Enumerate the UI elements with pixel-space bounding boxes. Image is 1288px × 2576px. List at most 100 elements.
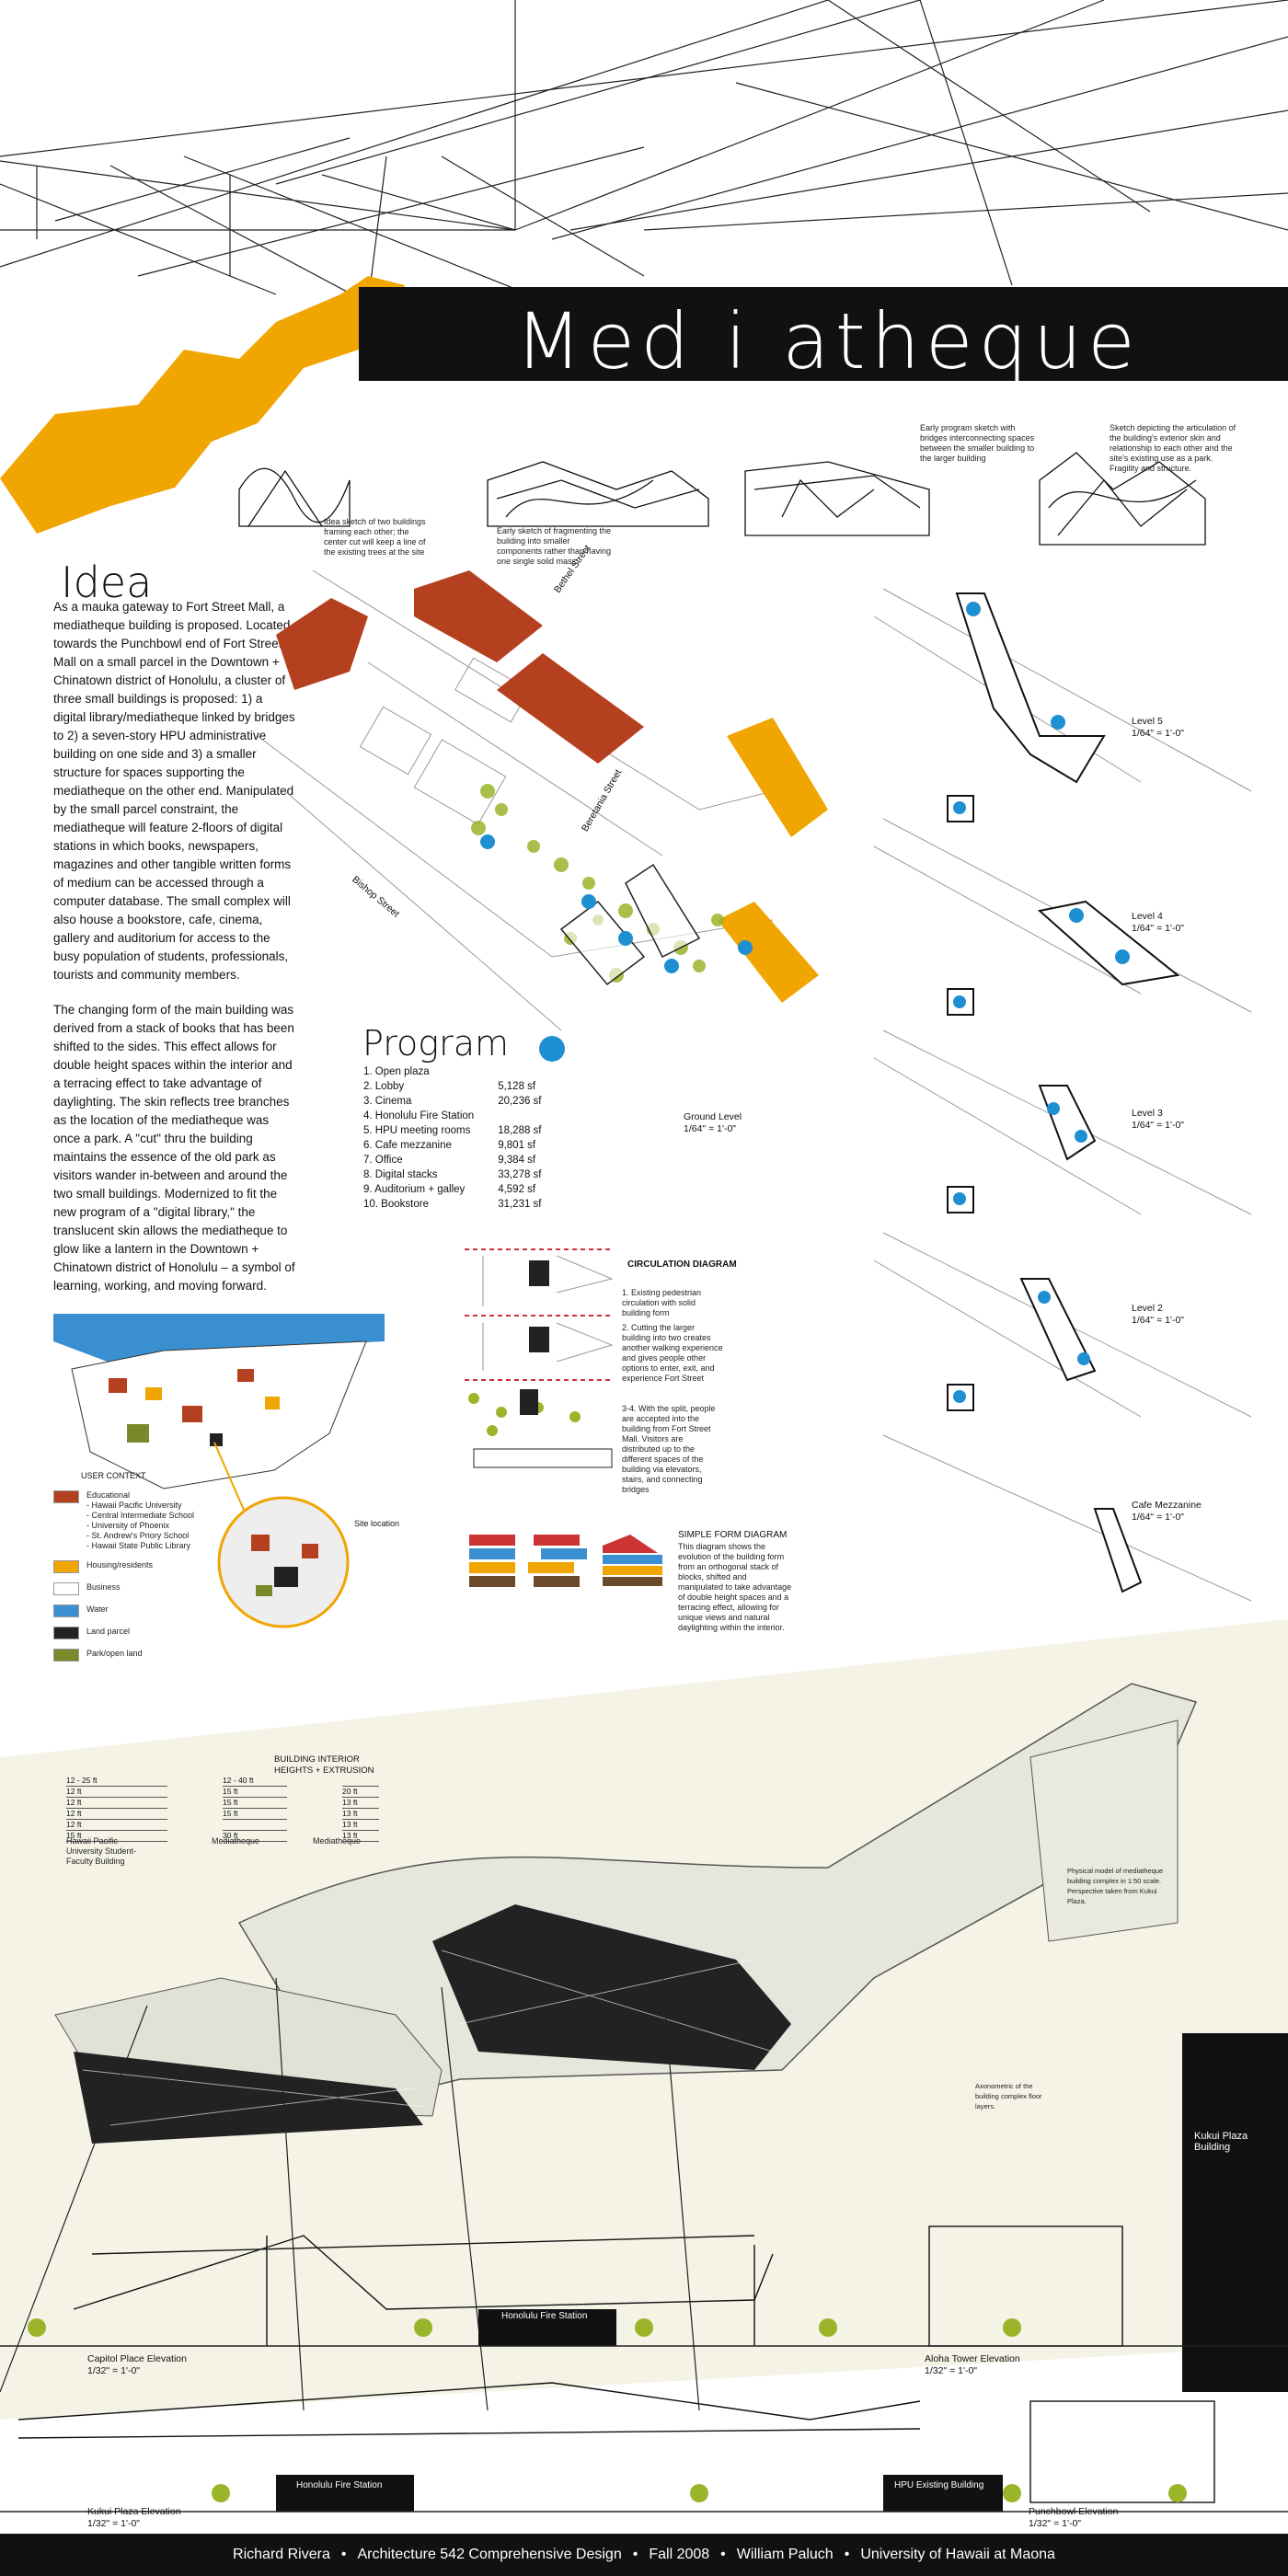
footer-separator-1: •	[340, 2547, 347, 2562]
physical-model-and-elevations	[0, 1619, 1288, 2513]
circulation-diagram	[465, 1248, 614, 1468]
program-item-name: 8. Digital stacks	[363, 1169, 438, 1180]
circulation-heading: CIRCULATION DIAGRAM	[627, 1259, 737, 1270]
kukui-elevation-title: Kukui Plaza Elevation	[87, 2506, 181, 2517]
kukui-plaza-building-label: Kukui Plaza Building	[1194, 2131, 1248, 2153]
height-cell: 13 ft	[342, 1809, 379, 1820]
program-item-name: 2. Lobby	[363, 1081, 405, 1092]
capitol-elevation-title: Capitol Place Elevation	[87, 2353, 187, 2364]
heights-label-hpu: Hawaii Pacific University Student-Facult…	[66, 1836, 137, 1866]
height-cell: 15 ft	[223, 1798, 287, 1809]
height-cell: 12 - 40 ft	[223, 1776, 287, 1787]
heights-label-mediatheque-2: Mediatheque	[313, 1836, 362, 1846]
program-item-area: 5,128 sf	[498, 1081, 536, 1092]
honolulu-fire-station-label-2: Honolulu Fire Station	[296, 2480, 383, 2490]
legend-swatch	[53, 1627, 79, 1639]
page-title: Med i atheque	[515, 296, 1141, 386]
program-item-area	[498, 1064, 565, 1079]
legend-item: Water	[53, 1604, 210, 1617]
legend-sub-item: - Central Intermediate School	[86, 1511, 195, 1520]
legend-swatch	[53, 1560, 79, 1573]
height-cell: 12 ft	[66, 1798, 167, 1809]
idea-heading: Idea	[61, 558, 153, 607]
punchbowl-elevation-title: Punchbowl Elevation	[1029, 2506, 1119, 2517]
program-item-area	[498, 1109, 565, 1123]
legend-item: Land parcel	[53, 1627, 210, 1639]
program-item-area: 4,592 sf	[498, 1184, 536, 1195]
context-heading: USER CONTEXT	[81, 1471, 146, 1480]
height-cell: 15 ft	[66, 1831, 167, 1842]
heights-heading-1: BUILDING INTERIOR	[274, 1754, 360, 1765]
program-row: 10. Bookstore 31,231 sf	[363, 1197, 566, 1212]
legend-item: Housing/residents	[53, 1560, 210, 1573]
idea-paragraph-1: As a mauka gateway to Fort Street Mall, …	[53, 600, 295, 982]
legend-label: Water	[86, 1604, 109, 1614]
footer-bar: Richard Rivera • Architecture 542 Compre…	[0, 2534, 1288, 2576]
program-row: 2. Lobby 5,128 sf	[363, 1079, 566, 1094]
footer-separator-3: •	[720, 2547, 726, 2562]
form-diagram-heading: SIMPLE FORM DIAGRAM	[678, 1530, 788, 1540]
program-item-name: 3. Cinema	[363, 1096, 412, 1107]
axon-caption: Axonometric of the building complex floo…	[975, 2082, 1042, 2110]
program-item-area: 20,236 sf	[498, 1096, 542, 1107]
circulation-step-3: 3-4. With the split, people are accepted…	[622, 1404, 716, 1494]
program-item-area: 9,801 sf	[498, 1140, 536, 1151]
program-item-name: 10. Bookstore	[363, 1199, 429, 1210]
footer-instructor: William Paluch	[736, 2547, 834, 2562]
program-row: 9. Auditorium + galley 4,592 sf	[363, 1182, 566, 1197]
sketch-caption-4: Sketch depicting the articulation of the…	[1110, 423, 1236, 473]
legend-swatch	[53, 1490, 79, 1503]
legend-label: Business	[86, 1582, 121, 1592]
program-item-name: 5. HPU meeting rooms	[363, 1125, 471, 1136]
aloha-elevation-scale: 1/32" = 1'-0"	[925, 2365, 978, 2376]
heights-label-mediatheque-1: Mediatheque	[212, 1836, 260, 1846]
height-cell	[223, 1820, 287, 1831]
height-cell	[342, 1776, 379, 1787]
program-item-name: 6. Cafe mezzanine	[363, 1140, 452, 1151]
height-cell: 12 ft	[66, 1787, 167, 1798]
sketch-caption-2: Early sketch of fragmenting the building…	[497, 526, 612, 566]
ground-level-scale: 1/64" = 1'-0"	[684, 1123, 737, 1134]
program-item-name: 7. Office	[363, 1155, 403, 1166]
legend-sub-item: - Hawaii State Public Library	[86, 1541, 191, 1550]
program-row: 5. HPU meeting rooms 18,288 sf	[363, 1123, 566, 1138]
legend-text: Business	[86, 1582, 121, 1593]
program-heading: Program	[362, 1023, 510, 1064]
floor-plans	[873, 588, 1252, 1602]
site-location-label: Site location	[354, 1519, 400, 1528]
program-item-area: 18,288 sf	[498, 1125, 542, 1136]
legend-item: Business	[53, 1582, 210, 1595]
footer-school: University of Hawaii at Maona	[860, 2547, 1055, 2562]
program-item-name: 1. Open plaza	[363, 1066, 430, 1077]
sketch-caption-1: Idea sketch of two buildings framing eac…	[324, 517, 426, 557]
legend-text: Educational- Hawaii Pacific University- …	[86, 1490, 194, 1551]
heights-heading-2: HEIGHTS + EXTRUSION	[274, 1765, 374, 1776]
form-diagram	[469, 1535, 662, 1587]
legend-item: Park/open land	[53, 1649, 210, 1662]
hpu-existing-label: HPU Existing Building	[894, 2480, 984, 2490]
program-row: 6. Cafe mezzanine 9,801 sf	[363, 1138, 566, 1153]
legend-text: Housing/residents	[86, 1560, 153, 1570]
footer-separator-4: •	[844, 2547, 850, 2562]
header-line-graphic	[0, 0, 1288, 314]
aloha-elevation-title: Aloha Tower Elevation	[925, 2353, 1020, 2364]
footer-author: Richard Rivera	[233, 2547, 330, 2562]
honolulu-fire-station-label-1: Honolulu Fire Station	[501, 2311, 588, 2321]
orange-building-shape	[0, 276, 405, 534]
title-bar	[359, 287, 1288, 381]
program-item-name: 9. Auditorium + galley	[363, 1184, 466, 1195]
punchbowl-elevation-scale: 1/32" = 1'-0"	[1029, 2518, 1082, 2529]
legend-sub-item: - Hawaii Pacific University	[86, 1501, 182, 1510]
idea-paragraph-2: The changing form of the main building w…	[53, 1003, 295, 1293]
height-cell: 12 ft	[66, 1809, 167, 1820]
program-item-area: 9,384 sf	[498, 1155, 536, 1166]
program-item-area: 31,231 sf	[498, 1199, 542, 1210]
legend-label: Land parcel	[86, 1627, 131, 1636]
kukui-elevation-scale: 1/32" = 1'-0"	[87, 2518, 141, 2529]
legend-swatch	[53, 1649, 79, 1662]
